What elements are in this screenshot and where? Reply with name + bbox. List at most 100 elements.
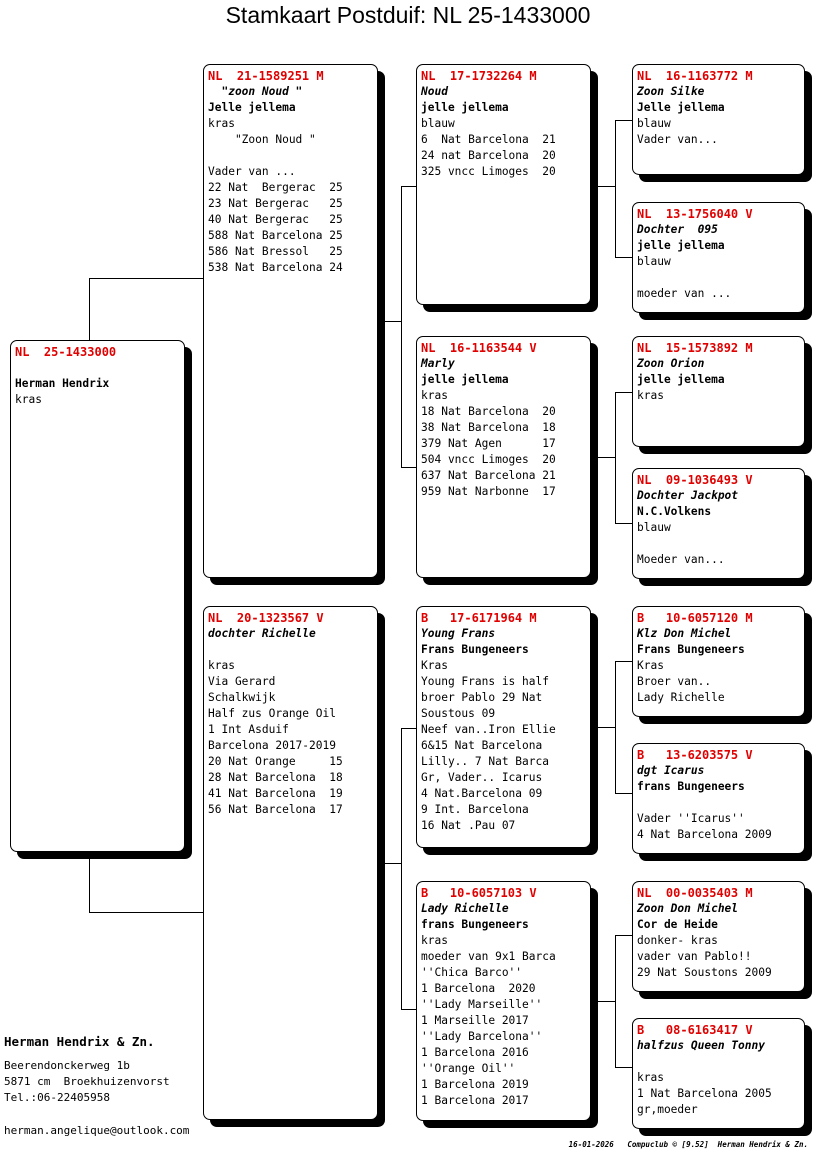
pigeon-info-line: N.C.Volkens: [637, 505, 712, 518]
connector-line: [615, 1067, 632, 1068]
pigeon-name: Dochter Jackpot: [637, 489, 739, 502]
pigeon-info-line: frans Bungeneers: [637, 780, 745, 793]
pigeon-info-line: Broer van..: [637, 675, 712, 688]
pigeon-info-line: 504 vncc Limoges 20: [421, 453, 556, 466]
pigeon-info-line: kras: [637, 389, 664, 402]
ring-number: NL 16-1163544 V: [421, 341, 537, 355]
connector-line: [615, 120, 616, 258]
pigeon-info-line: kras: [421, 389, 448, 402]
pigeon-info-line: Schalkwijk: [208, 691, 276, 704]
pigeon-name: [15, 360, 181, 376]
pigeon-info-line: kras: [208, 117, 235, 130]
connector-line: [89, 278, 90, 340]
connector-line: [401, 186, 402, 468]
pigeon-info-line: Half zus Orange Oil: [208, 707, 336, 720]
pigeon-info-line: Jelle jellema: [637, 101, 725, 114]
pigeon-info-line: 1 Barcelona 2019: [421, 1078, 529, 1091]
pigeon-info-line: Vader ''Icarus'': [637, 812, 745, 825]
connector-line: [615, 523, 632, 524]
pigeon-info-line: 1 Barcelona 2017: [421, 1094, 529, 1107]
pigeon-info-line: kras: [15, 393, 42, 406]
connector-line: [615, 661, 632, 662]
pigeon-info-line: blauw: [637, 255, 671, 268]
pigeon-info-line: 20 Nat Orange 15: [208, 755, 343, 768]
pigeon-info-line: jelle jellema: [637, 373, 725, 386]
connector-line: [615, 392, 616, 524]
pigeon-info-line: frans Bungeneers: [421, 918, 529, 931]
pigeon-info-line: moeder van 9x1 Barca: [421, 950, 556, 963]
pigeon-info-line: 28 Nat Barcelona 18: [208, 771, 343, 784]
pigeon-info-line: 16 Nat .Pau 07: [421, 819, 516, 832]
pigeon-info-line: 1 Marseille 2017: [421, 1014, 529, 1027]
pigeon-info-line: Frans Bungeneers: [637, 643, 745, 656]
pigeon-info-line: 586 Nat Bressol 25: [208, 245, 343, 258]
pigeon-info-line: Frans Bungeneers: [421, 643, 529, 656]
pigeon-info-line: Gr, Vader.. Icarus: [421, 771, 543, 784]
pigeon-info-line: blauw: [421, 117, 455, 130]
connector-line: [591, 727, 616, 728]
connector-line: [615, 661, 616, 794]
pigeon-info-line: Moeder van...: [637, 553, 725, 566]
pigeon-info-line: 538 Nat Barcelona 24: [208, 261, 343, 274]
pigeon-info-line: 1 Int Asduif: [208, 723, 289, 736]
pigeon-info-line: 6 Nat Barcelona 21: [421, 133, 556, 146]
owner-email[interactable]: herman.angelique@outlook.com: [4, 1124, 190, 1137]
pigeon-info-line: "Zoon Noud ": [208, 133, 316, 146]
pigeon-name: Zoon Silke: [637, 85, 705, 98]
connector-line: [401, 728, 402, 1010]
pigeon-info-line: Lilly.. 7 Nat Barca: [421, 755, 549, 768]
pigeon-info-line: Via Gerard: [208, 675, 276, 688]
pigeon-name: Young Frans: [421, 627, 496, 640]
pigeon-info-line: 1 Barcelona 2020: [421, 982, 536, 995]
pigeon-info-line: 379 Nat Agen 17: [421, 437, 556, 450]
connector-line: [89, 912, 203, 913]
pigeon-name: Zoon Orion: [637, 357, 705, 370]
pigeon-info-line: 1 Nat Barcelona 2005: [637, 1087, 772, 1100]
ring-number: B 17-6171964 M: [421, 611, 537, 625]
pigeon-info-line: 41 Nat Barcelona 19: [208, 787, 343, 800]
connector-line: [591, 186, 616, 187]
pigeon-name: dgt Icarus: [637, 764, 705, 777]
pigeon-info-line: 23 Nat Bergerac 25: [208, 197, 343, 210]
pigeon-info-line: 24 nat Barcelona 20: [421, 149, 556, 162]
pigeon-info-line: Kras: [637, 659, 664, 672]
pigeon-name: halfzus Queen Tonny: [637, 1039, 765, 1052]
pigeon-info-line: 18 Nat Barcelona 20: [421, 405, 556, 418]
pigeon-info-line: ''Lady Barcelona'': [421, 1030, 543, 1043]
connector-line: [591, 1001, 616, 1002]
pigeon-info-line: 4 Nat.Barcelona 09: [421, 787, 543, 800]
pigeon-info-line: kras: [208, 659, 235, 672]
ring-number: NL 00-0035403 M: [637, 886, 753, 900]
pigeon-info-line: 4 Nat Barcelona 2009: [637, 828, 772, 841]
ring-number: B 08-6163417 V: [637, 1023, 753, 1037]
pigeon-info-line: Jelle jellema: [208, 101, 296, 114]
pigeon-name: Lady Richelle: [421, 902, 509, 915]
pigeon-info-line: Vader van...: [637, 133, 718, 146]
pigeon-info-line: 22 Nat Bergerac 25: [208, 181, 343, 194]
owner-city: 5871 cm Broekhuizenvorst: [4, 1075, 170, 1088]
ring-number: B 13-6203575 V: [637, 748, 753, 762]
pigeon-name: Dochter 095: [637, 223, 718, 236]
pigeon-info-line: moeder van ...: [637, 287, 732, 300]
connector-line: [378, 863, 402, 864]
pigeon-info-line: 325 vncc Limoges 20: [421, 165, 556, 178]
pigeon-name: Noud: [421, 85, 448, 98]
connector-line: [89, 278, 203, 279]
pigeon-info-line: [208, 148, 374, 164]
connector-line: [615, 392, 632, 393]
pigeon-info-line: [637, 795, 801, 811]
pigeon-info-line: 38 Nat Barcelona 18: [421, 421, 556, 434]
pigeon-info-line: vader van Pablo!!: [637, 950, 752, 963]
pigeon-info-line: 588 Nat Barcelona 25: [208, 229, 343, 242]
pigeon-info-line: 6&15 Nat Barcelona: [421, 739, 543, 752]
footer-credits: 16-01-2026 Compuclub © [9.52] Herman Hen…: [568, 1140, 808, 1149]
ring-number: NL 13-1756040 V: [637, 207, 753, 221]
pigeon-card-mfm: B 13-6203575 V dgt Icarus frans Bungeneers…: [632, 743, 805, 854]
